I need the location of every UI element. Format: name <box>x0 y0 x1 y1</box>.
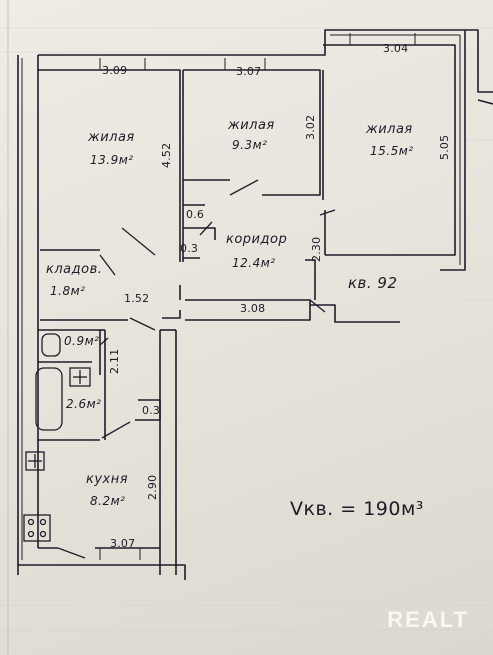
dim-kitchen-width: 3.07 <box>110 537 136 550</box>
dim-closet-b: 0.3 <box>180 242 199 255</box>
sink-icon <box>69 367 91 387</box>
bathtub-icon <box>35 367 63 431</box>
room3-area: 15.5м² <box>370 144 414 158</box>
watermark-logo: REALT <box>387 607 469 632</box>
room1-area: 13.9м² <box>90 153 134 167</box>
dim-room3-depth: 5.05 <box>438 134 451 160</box>
dim-corridor-length: 3.08 <box>240 302 266 315</box>
apartment-volume: Vкв. = 190м³ <box>290 498 424 520</box>
door-swings <box>57 179 336 559</box>
dim-room2-depth: 3.02 <box>304 114 317 140</box>
dim-corridor-front: 1.52 <box>124 292 150 305</box>
stove-icon <box>23 514 51 542</box>
corridor-area: 12.4м² <box>232 256 276 270</box>
dim-bath-niche: 0.3 <box>142 404 161 417</box>
dim-closet-a: 0.6 <box>186 208 205 221</box>
storage-name: кладов. <box>46 262 103 277</box>
kitchen-name: кухня <box>86 472 129 487</box>
bath-area: 2.6м² <box>66 397 102 411</box>
apartment-number: кв. 92 <box>348 274 398 292</box>
dim-room1-depth: 4.52 <box>160 142 173 168</box>
dim-corridor-side: 2.30 <box>310 236 323 262</box>
kitchen-area: 8.2м² <box>90 494 126 508</box>
kitchen-sink-icon <box>25 451 45 471</box>
fixtures <box>23 333 91 542</box>
room2-area: 9.3м² <box>232 138 268 152</box>
room2-name: жилая <box>228 118 275 133</box>
dim-room1-width: 3.09 <box>102 64 128 77</box>
corridor-name: коридор <box>226 232 288 247</box>
dim-room2-width: 3.07 <box>236 65 262 78</box>
wc-area: 0.9м² <box>64 334 100 348</box>
dim-room3-width: 3.04 <box>383 42 409 55</box>
dim-kitchen-depth: 2.90 <box>146 474 159 500</box>
wall-inner-lines <box>21 33 461 560</box>
room3-name: жилая <box>366 122 413 137</box>
toilet-icon <box>41 333 61 357</box>
walls <box>17 29 493 580</box>
storage-area: 1.8м² <box>50 284 86 298</box>
room1-name: жилая <box>88 130 135 145</box>
dim-bath-side: 2.11 <box>108 348 121 374</box>
